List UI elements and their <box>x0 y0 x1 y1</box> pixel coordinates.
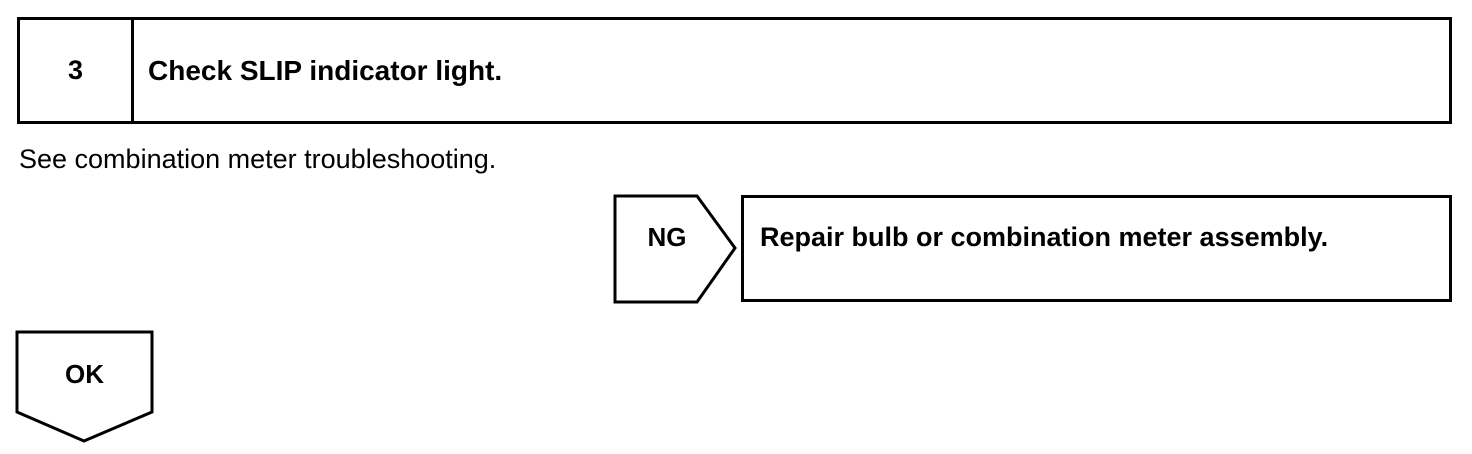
step-number: 3 <box>20 20 134 121</box>
ng-action-box: Repair bulb or combination meter assembl… <box>741 195 1452 302</box>
step-header: 3 Check SLIP indicator light. <box>17 17 1452 124</box>
step-title: Check SLIP indicator light. <box>148 54 503 86</box>
ng-label: NG <box>647 222 687 252</box>
note-text: See combination meter troubleshooting. <box>19 144 497 174</box>
ok-label: OK <box>65 359 104 389</box>
